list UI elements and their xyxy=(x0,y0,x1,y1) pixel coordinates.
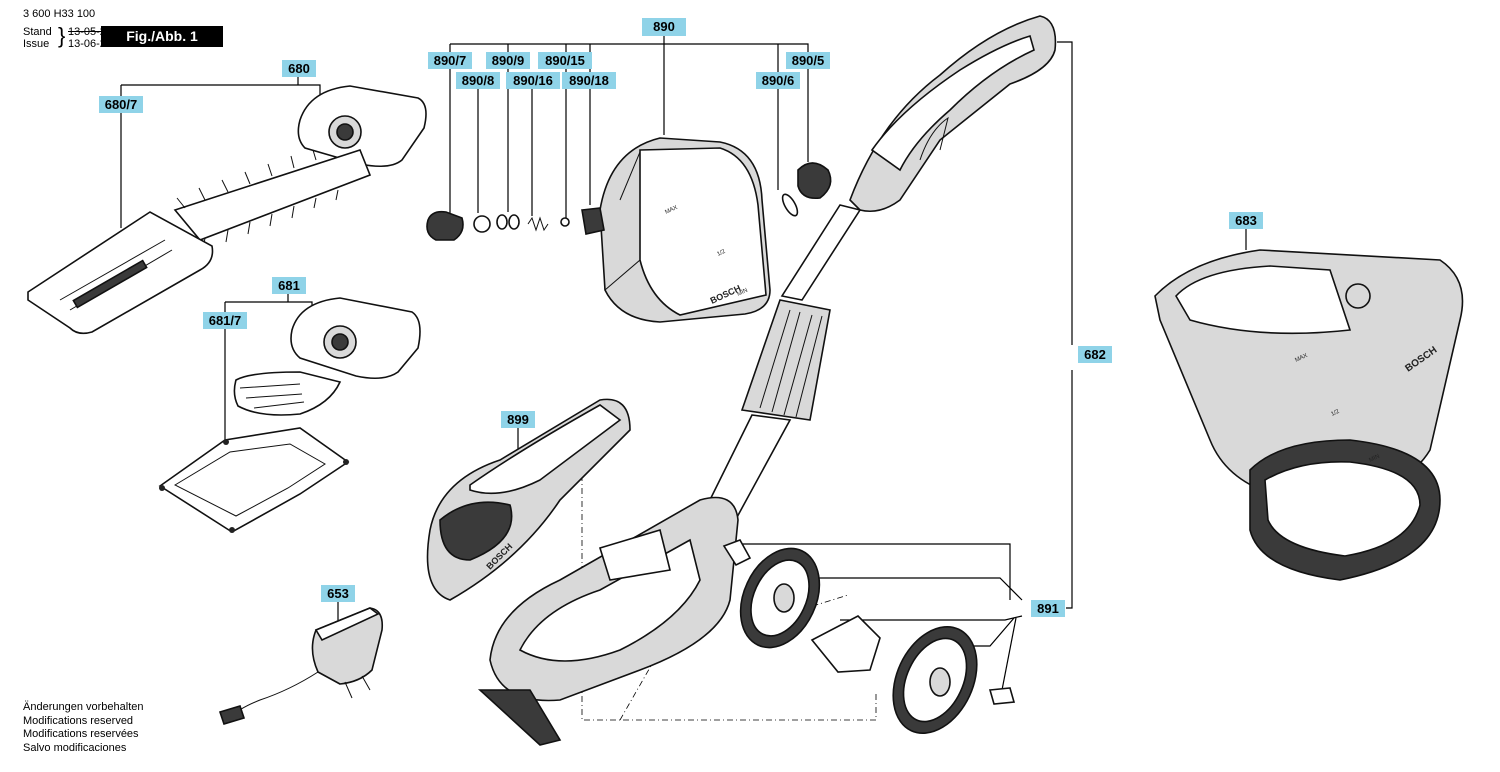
housing-890 xyxy=(426,137,832,323)
label-890-6: 890/6 xyxy=(756,72,800,89)
issue-label: Issue xyxy=(23,38,50,50)
housing-min: MIN xyxy=(736,288,749,298)
figure-badge: Fig./Abb. 1 xyxy=(101,26,223,47)
grass-blade-681 xyxy=(158,297,421,533)
svg-text:683: 683 xyxy=(1235,213,1257,228)
svg-text:890/8: 890/8 xyxy=(462,73,495,88)
housing-max: MAX xyxy=(664,205,678,216)
label-890-16: 890/16 xyxy=(506,72,560,89)
label-890-8: 890/8 xyxy=(456,72,500,89)
svg-text:680: 680 xyxy=(288,61,310,76)
part-number: 3 600 H33 100 xyxy=(23,8,96,20)
svg-text:890: 890 xyxy=(653,19,675,34)
label-683: 683 xyxy=(1229,212,1263,229)
svg-text:890/16: 890/16 xyxy=(513,73,553,88)
svg-text:681/7: 681/7 xyxy=(209,313,242,328)
stand-label: Stand xyxy=(23,26,52,38)
spreader-683 xyxy=(1154,249,1464,581)
note-de: Änderungen vorbehalten xyxy=(23,701,144,713)
svg-text:891: 891 xyxy=(1037,601,1059,616)
svg-text:681: 681 xyxy=(278,278,300,293)
svg-text:890/18: 890/18 xyxy=(569,73,609,88)
base-chassis xyxy=(477,496,739,746)
leader-lines xyxy=(120,36,1247,721)
hedge-blade-680 xyxy=(27,85,427,335)
label-681: 681 xyxy=(272,277,306,294)
label-890-7: 890/7 xyxy=(428,52,472,69)
label-890-5: 890/5 xyxy=(786,52,830,69)
label-890-18: 890/18 xyxy=(562,72,616,89)
label-680-7: 680/7 xyxy=(99,96,143,113)
label-681-7: 681/7 xyxy=(203,312,247,329)
svg-text:890/9: 890/9 xyxy=(492,53,525,68)
label-890-15: 890/15 xyxy=(538,52,592,69)
spreader-max: MAX xyxy=(1294,353,1308,364)
svg-text:890/7: 890/7 xyxy=(434,53,467,68)
label-890-9: 890/9 xyxy=(486,52,530,69)
svg-text:890/15: 890/15 xyxy=(545,53,585,68)
label-890: 890 xyxy=(642,18,686,36)
svg-text:653: 653 xyxy=(327,586,349,601)
telescopic-handle-682 xyxy=(698,15,1057,531)
svg-text:890/6: 890/6 xyxy=(762,73,795,88)
label-680: 680 xyxy=(282,60,316,77)
wheel-kit-891 xyxy=(722,539,1016,735)
note-es: Salvo modificaciones xyxy=(23,741,127,754)
label-682: 682 xyxy=(1078,346,1112,363)
svg-text:680/7: 680/7 xyxy=(105,97,138,112)
label-891: 891 xyxy=(1031,600,1065,617)
svg-text:890/5: 890/5 xyxy=(792,53,825,68)
label-899: 899 xyxy=(501,411,535,428)
spreader-min: MIN xyxy=(1368,454,1381,464)
charger-653 xyxy=(218,607,384,725)
svg-text:682: 682 xyxy=(1084,347,1106,362)
handle-unit-899 xyxy=(426,398,631,601)
svg-text:899: 899 xyxy=(507,412,529,427)
housing-half: 1/2 xyxy=(716,249,727,258)
spreader-half: 1/2 xyxy=(1330,409,1341,418)
brace-icon: } xyxy=(58,23,66,48)
note-en: Modifications reserved xyxy=(23,714,134,727)
modification-notes: Änderungen vorbehalten Modifications res… xyxy=(23,701,143,755)
label-653: 653 xyxy=(321,585,355,602)
note-fr: Modifications reservées xyxy=(23,728,139,740)
